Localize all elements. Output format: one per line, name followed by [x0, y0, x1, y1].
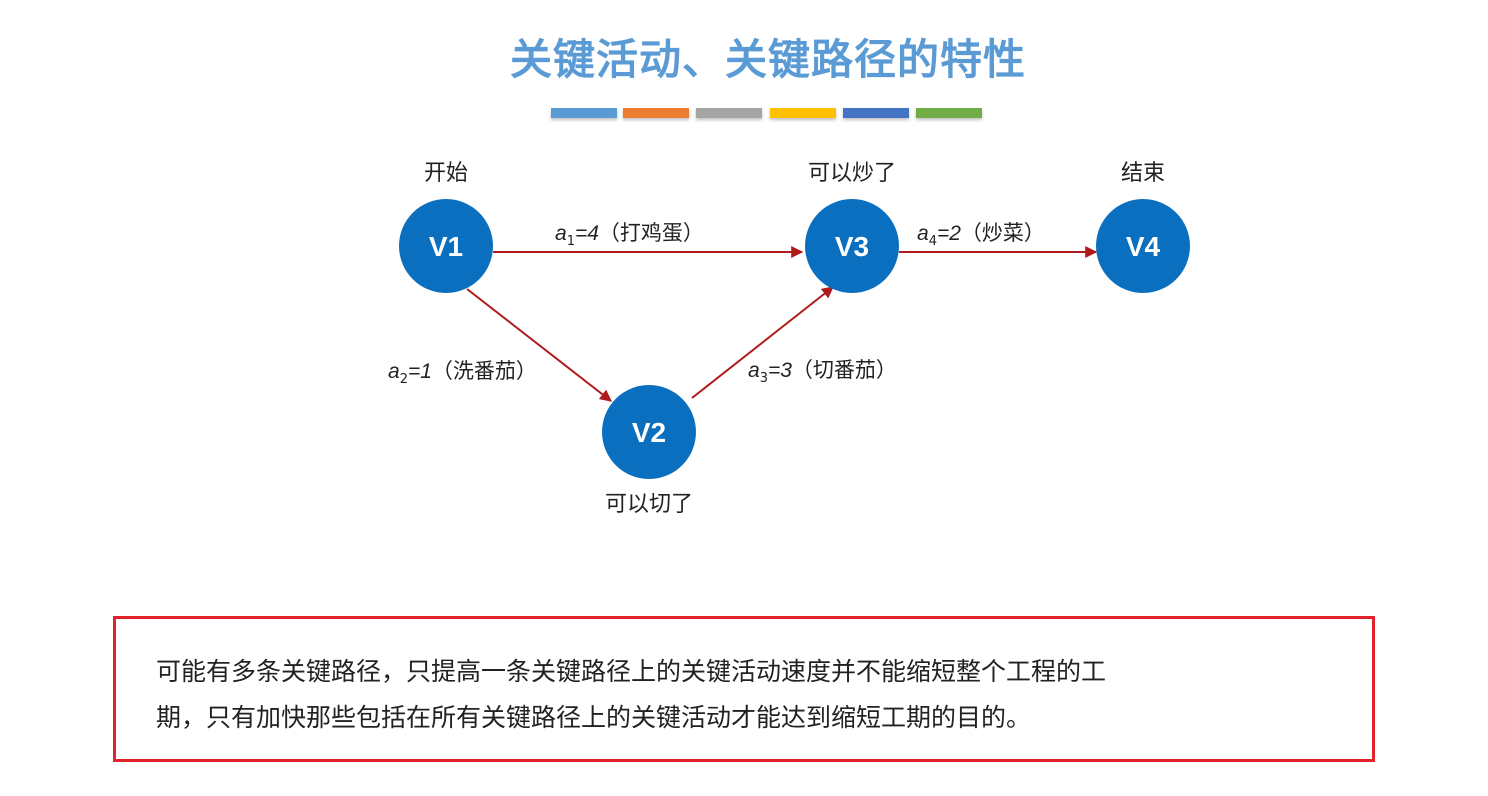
node-caption-v2: 可以切了 [605, 492, 693, 517]
node-label-v1: V1 [429, 231, 463, 262]
edge-label-a1: a1=4（打鸡蛋） [555, 221, 704, 249]
color-strip-6 [916, 108, 982, 118]
node-label-v2: V2 [632, 417, 666, 448]
note-text-line-1: 可能有多条关键路径，只提高一条关键路径上的关键活动速度并不能缩短整个工程的工 [156, 657, 1107, 686]
node-caption-v3: 可以炒了 [808, 161, 896, 186]
node-v1 [399, 199, 493, 293]
note-box: 可能有多条关键路径，只提高一条关键路径上的关键活动速度并不能缩短整个工程的工 期… [113, 616, 1375, 762]
aoe-network-diagram: a1=4（打鸡蛋） a2=1（洗番茄） a3=3（切番茄） a4=2（炒菜） V… [388, 161, 1190, 517]
node-caption-v1: 开始 [424, 161, 468, 186]
edge-label-a2: a2=1（洗番茄） [388, 359, 537, 387]
color-strip-2 [623, 108, 689, 118]
node-caption-v4: 结束 [1121, 161, 1165, 186]
color-strip-3 [696, 108, 762, 118]
node-v4 [1096, 199, 1190, 293]
node-v3 [805, 199, 899, 293]
color-strip-1 [551, 108, 617, 118]
color-strip-5 [843, 108, 909, 118]
note-text-line-2: 期，只有加快那些包括在所有关键路径上的关键活动才能达到缩短工期的目的。 [156, 703, 1032, 732]
edge-label-a3: a3=3（切番茄） [748, 358, 897, 386]
node-label-v4: V4 [1126, 231, 1161, 262]
edge-label-a4: a4=2（炒菜） [917, 221, 1045, 249]
edge-a2 [466, 288, 612, 402]
node-v2 [602, 385, 696, 479]
slide-title: 关键活动、关键路径的特性 [509, 35, 1026, 84]
edge-a3 [691, 286, 834, 399]
node-label-v3: V3 [835, 231, 869, 262]
color-strip-4 [770, 108, 836, 118]
